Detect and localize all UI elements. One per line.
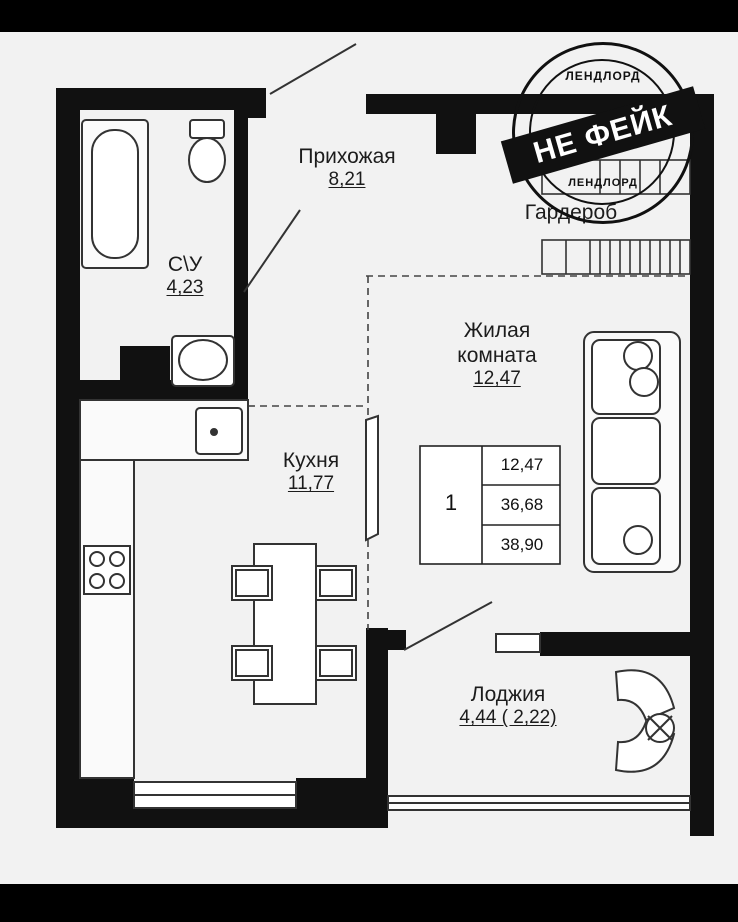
loggia-door (403, 601, 493, 651)
summary-total-area: 36,68 (500, 495, 544, 514)
summary-total-with-loggia: 38,90 (500, 535, 544, 554)
bottom-border-band (0, 884, 738, 922)
loggia-chairs (614, 669, 676, 773)
hallway-name: Прихожая (298, 145, 396, 168)
hallway-area: 8,21 (328, 169, 366, 191)
kitchen-window (133, 781, 297, 809)
wall-top-left (56, 88, 266, 110)
bathroom-name: С\У (167, 253, 203, 276)
dining-chairs (231, 565, 357, 681)
living-name-line2: комната (457, 344, 537, 368)
entrance-door (269, 43, 357, 95)
stamp-bottom-text: ЛЕНДЛОРД (568, 177, 638, 189)
bathroom-label: С\У 4,23 (150, 252, 220, 300)
kitchen-label: Кухня 11,77 (266, 448, 356, 496)
verification-stamp: ЛЕНДЛОРД НЕ ФЕЙК ЛЕНДЛОРД (500, 42, 706, 224)
loggia-name: Лоджия (470, 683, 546, 706)
summary-living-area: 12,47 (500, 455, 544, 474)
kitchen-partition (365, 414, 379, 542)
wall-right (690, 94, 714, 836)
summary-table (419, 445, 561, 565)
stamp-top-text: ЛЕНДЛОРД (565, 69, 641, 83)
bathroom-door (243, 209, 301, 293)
top-border-band (0, 0, 738, 32)
bathroom-sink (171, 335, 235, 387)
kitchen-area: 11,77 (287, 473, 335, 495)
stove (83, 545, 131, 595)
loggia-label: Лоджия 4,44 ( 2,22) (440, 682, 576, 730)
bathroom-area: 4,23 (166, 277, 204, 299)
hallway-label: Прихожая 8,21 (282, 144, 412, 192)
kitchen-name: Кухня (282, 449, 340, 472)
living-area: 12,47 (473, 368, 521, 390)
living-name-line1: Жилая (463, 319, 531, 342)
loggia-area: 4,44 ( 2,22) (459, 707, 557, 729)
sofa (583, 331, 681, 573)
living-label: Жилая комната 12,47 (436, 318, 558, 391)
toilet (188, 119, 226, 183)
wall-left (56, 88, 80, 828)
summary-room-count: 1 (444, 490, 458, 515)
bathtub (81, 119, 149, 269)
kitchen-counter (79, 399, 249, 779)
loggia-glazing (387, 795, 691, 811)
